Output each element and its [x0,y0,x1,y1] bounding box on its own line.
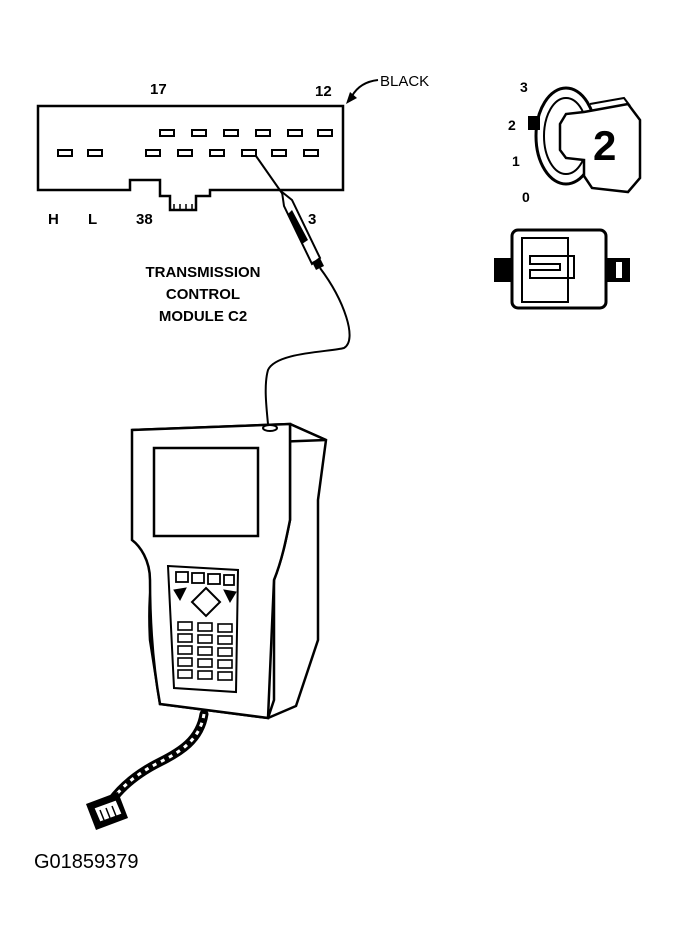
key-position-1: 1 [512,153,520,169]
scan-tool-screen [152,446,260,538]
scan-tool-cable [107,709,209,805]
key-switch-top-view [494,228,630,310]
pin-12-label: 12 [315,83,332,100]
black-leader-arrow [351,79,379,97]
ignition-key-switch [528,86,642,194]
cable-plug [86,792,128,830]
test-lead-wire [264,267,351,425]
connector-pin-row-bottom [57,149,319,157]
pin-3-label: 3 [308,211,317,228]
cable-port [262,424,278,432]
number-keys [177,621,233,681]
scan-tool-cable-highlight [110,713,206,801]
pin-17-label: 17 [150,81,167,98]
back-probe [255,155,324,270]
arrow-pad [190,586,222,618]
key-position-0: 0 [522,189,530,205]
pin-h-label: H [48,211,59,228]
pin-l-label: L [88,211,98,228]
figure-code: G01859379 [34,851,139,873]
key-position-2: 2 [508,117,516,133]
key-position-3: 3 [520,79,528,95]
connector-latch-slots [173,204,193,210]
arrow-head [346,92,357,104]
connector-pin-row-top [159,129,333,137]
scan-tool [130,422,328,720]
caption-line-3: MODULE C2 [158,308,248,325]
key-number: 2 [593,122,617,169]
module-caption: TRANSMISSION CONTROL MODULE C2 [118,262,288,328]
caption-line-2: CONTROL [165,286,241,303]
caption-line-1: TRANSMISSION [145,264,261,281]
connector-color-label: BLACK [380,73,430,90]
tcm-connector [36,104,345,212]
arrow-key-left [173,587,187,602]
pin-38-label: 38 [136,211,153,228]
arrow-key-right [223,589,237,604]
function-keys [175,571,235,586]
